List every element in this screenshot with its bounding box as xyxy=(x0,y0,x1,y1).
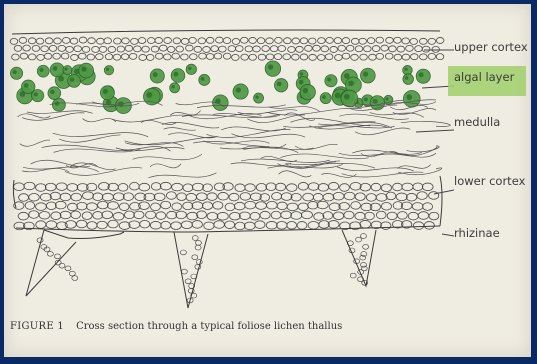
label-algal-layer: algal layer xyxy=(454,70,514,84)
upper-cortex-layer xyxy=(10,37,444,60)
lichen-cross-section-diagram xyxy=(4,4,531,357)
label-medulla: medulla xyxy=(454,115,500,129)
lower-cortex-layer xyxy=(14,182,439,230)
figure-page xyxy=(4,4,531,357)
label-upper-cortex: upper cortex xyxy=(454,40,528,54)
figure-number: FIGURE 1 xyxy=(10,321,64,332)
rhizinae-structures xyxy=(26,230,376,308)
label-lower-cortex: lower cortex xyxy=(454,174,525,188)
label-rhizinae: rhizinae xyxy=(454,226,500,240)
figure-caption: FIGURE 1 Cross section through a typical … xyxy=(10,321,342,332)
medulla-hyphae xyxy=(18,100,451,178)
caption-text: Cross section through a typical foliose … xyxy=(76,321,342,332)
